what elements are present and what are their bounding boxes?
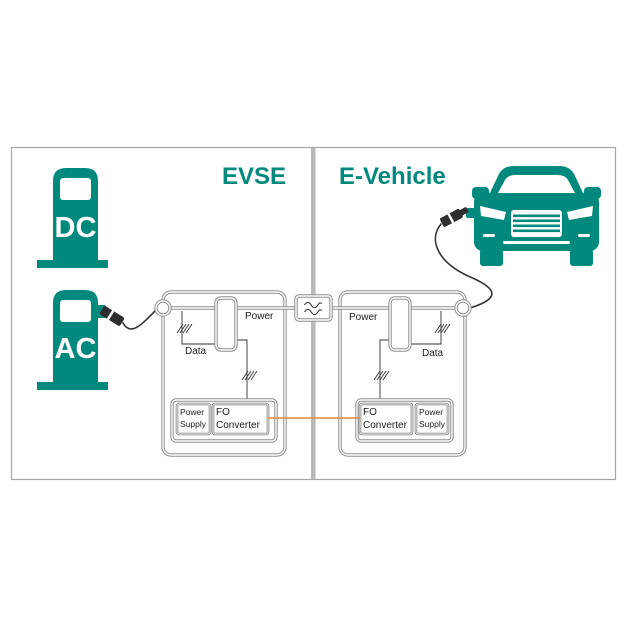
vehicle-fo-converter: FO Converter <box>358 402 414 436</box>
bus-marker-icon <box>434 323 451 334</box>
charging-station-icon <box>37 168 108 268</box>
evse-module-frame-inner <box>171 399 277 442</box>
vehicle-power-label: Power <box>349 312 378 323</box>
vehicle-module-frame-inner <box>356 399 453 442</box>
car-foglight-right <box>578 234 590 237</box>
evse-fo-converter: FO Converter <box>211 402 270 436</box>
power-supply-box-inner <box>176 403 211 435</box>
evse-module: Power Supply FO Converter <box>170 398 278 443</box>
fo-converter-label: FO Converter <box>216 407 261 431</box>
fo-converter-line-1: FO <box>363 407 377 418</box>
vehicle-cable <box>434 223 493 309</box>
evse-coupler <box>214 296 238 352</box>
station-base <box>37 382 108 390</box>
fo-converter-box-inner <box>212 403 269 435</box>
ac-station: AC <box>37 290 157 390</box>
car-headlight-right <box>567 206 593 220</box>
station-window <box>60 300 91 322</box>
power-supply-label: Power Supply <box>419 407 446 429</box>
vehicle-controller-frame-inner <box>339 291 466 456</box>
filter-wave-top <box>304 301 323 309</box>
evse-data-label: Data <box>185 346 207 357</box>
evse-power-supply: Power Supply <box>175 402 212 436</box>
bus-marker-icon <box>373 370 390 381</box>
plug-body <box>99 306 125 326</box>
fo-converter-line-2: Converter <box>363 420 408 431</box>
vehicle-data-label: Data <box>422 348 444 359</box>
plug-band <box>106 310 115 320</box>
car-grille-bar <box>513 214 560 218</box>
power-supply-line-1: Power <box>180 407 204 417</box>
charging-station-icon <box>37 290 108 390</box>
filter-box-inner <box>295 295 332 321</box>
car-grille-bar <box>513 219 560 223</box>
car-wheel-right <box>570 249 593 266</box>
evse-power-label: Power <box>245 311 274 322</box>
evse-data-wiring <box>176 311 258 400</box>
dc-station: DC <box>37 168 108 268</box>
car-grille-bar <box>513 224 560 228</box>
bus-marker-icon <box>241 370 258 381</box>
power-supply-line-2: Supply <box>419 419 446 429</box>
vehicle-power-supply: Power Supply <box>414 402 450 436</box>
fo-converter-box-inner <box>359 403 413 435</box>
station-base <box>37 260 108 268</box>
car-headlight-left <box>480 206 506 220</box>
car-foglight-left <box>483 234 495 237</box>
vehicle-coupler-inner <box>389 297 411 351</box>
car-grille-bar <box>513 229 560 233</box>
car-windshield <box>498 175 575 193</box>
fo-converter-label: FO Converter <box>363 407 408 431</box>
car-socket <box>466 208 475 218</box>
car-grille <box>511 210 562 237</box>
plug-tip <box>459 207 469 216</box>
data-line <box>181 311 216 345</box>
evse-controller-frame-inner <box>162 291 286 456</box>
dc-station-label: DC <box>55 212 97 244</box>
vehicle-title: E-Vehicle <box>339 163 446 190</box>
filter-wave-bottom <box>304 308 323 316</box>
power-supply-line-1: Power <box>419 407 443 417</box>
car-intake <box>503 241 570 244</box>
station-cable <box>122 309 157 330</box>
vehicle-coupler <box>388 296 412 352</box>
converter-line <box>236 339 248 400</box>
evse-inlet-node-inner <box>155 300 171 316</box>
vehicle-inlet-node-inner <box>455 300 471 316</box>
plug-icon <box>99 306 125 326</box>
vehicle-module: FO Converter Power Supply <box>355 398 454 443</box>
fo-converter-line-2: Converter <box>216 420 261 431</box>
diagram-frame <box>10 146 617 481</box>
data-line <box>410 311 442 345</box>
car-wheel-left <box>480 249 503 266</box>
ac-station-label: AC <box>55 333 97 365</box>
evse-title: EVSE <box>222 163 286 190</box>
station-window <box>60 178 91 200</box>
evse-coupler-inner <box>215 297 237 351</box>
car-icon <box>466 166 601 266</box>
filter-box <box>294 294 333 322</box>
power-supply-line-2: Supply <box>180 419 207 429</box>
bus-marker-icon <box>176 323 193 334</box>
plug-icon <box>440 207 469 227</box>
filter-icon <box>294 294 333 322</box>
plug-band <box>447 213 455 224</box>
power-supply-label: Power Supply <box>180 407 207 429</box>
vehicle-data-wiring <box>373 311 451 400</box>
fo-converter-line-1: FO <box>216 407 230 418</box>
power-supply-box-inner <box>415 403 449 435</box>
